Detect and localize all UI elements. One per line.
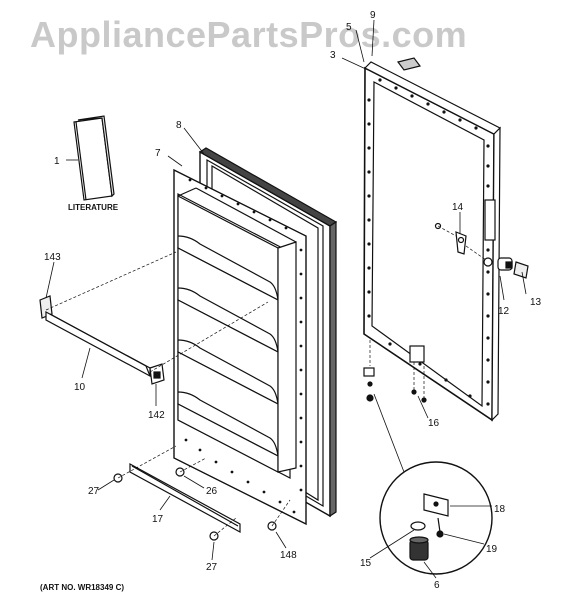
callout-8: 8	[176, 120, 182, 131]
callout-3: 3	[330, 50, 336, 61]
callout-143: 143	[44, 252, 61, 263]
callout-14: 14	[452, 202, 464, 213]
art-number: (ART NO. WR18349 C)	[40, 583, 125, 592]
callout-13: 13	[530, 297, 542, 308]
leader-lines	[45, 19, 527, 579]
callout-9: 9	[370, 10, 376, 21]
callout-148: 148	[280, 550, 297, 561]
hinge-parts	[363, 367, 427, 403]
panel-holes	[367, 78, 490, 406]
callout-7: 7	[155, 148, 161, 159]
rail-clip	[149, 363, 165, 385]
callout-12: 12	[498, 306, 510, 317]
bottom-rail	[129, 462, 241, 534]
callout-labels: 1 LITERATURE 8 7 9 5 3 14 12 13 143 10 1…	[44, 10, 542, 591]
callout-17: 17	[152, 514, 164, 525]
callout-16: 16	[428, 418, 440, 429]
callout-27-left: 27	[88, 486, 100, 497]
callout-26: 26	[206, 486, 218, 497]
detail-inset	[379, 461, 493, 575]
literature-booklet	[73, 115, 115, 201]
outer-door-panel	[363, 57, 502, 422]
watermark-text: AppliancePartsPros.com	[30, 14, 468, 55]
shelf-rail-left	[39, 295, 151, 378]
callout-10: 10	[74, 382, 86, 393]
callout-1: 1	[54, 156, 60, 167]
alignment-lines	[45, 225, 487, 537]
door-shelves	[177, 187, 297, 473]
callout-19: 19	[486, 544, 498, 555]
callout-6: 6	[434, 580, 440, 591]
literature-label: LITERATURE	[68, 203, 119, 212]
callout-18: 18	[494, 504, 506, 515]
callout-15: 15	[360, 558, 372, 569]
callout-27-bottom: 27	[206, 562, 218, 573]
callout-5: 5	[346, 22, 352, 33]
liner-holes	[184, 178, 303, 514]
callout-142: 142	[148, 410, 165, 421]
lock-hardware	[434, 222, 529, 279]
